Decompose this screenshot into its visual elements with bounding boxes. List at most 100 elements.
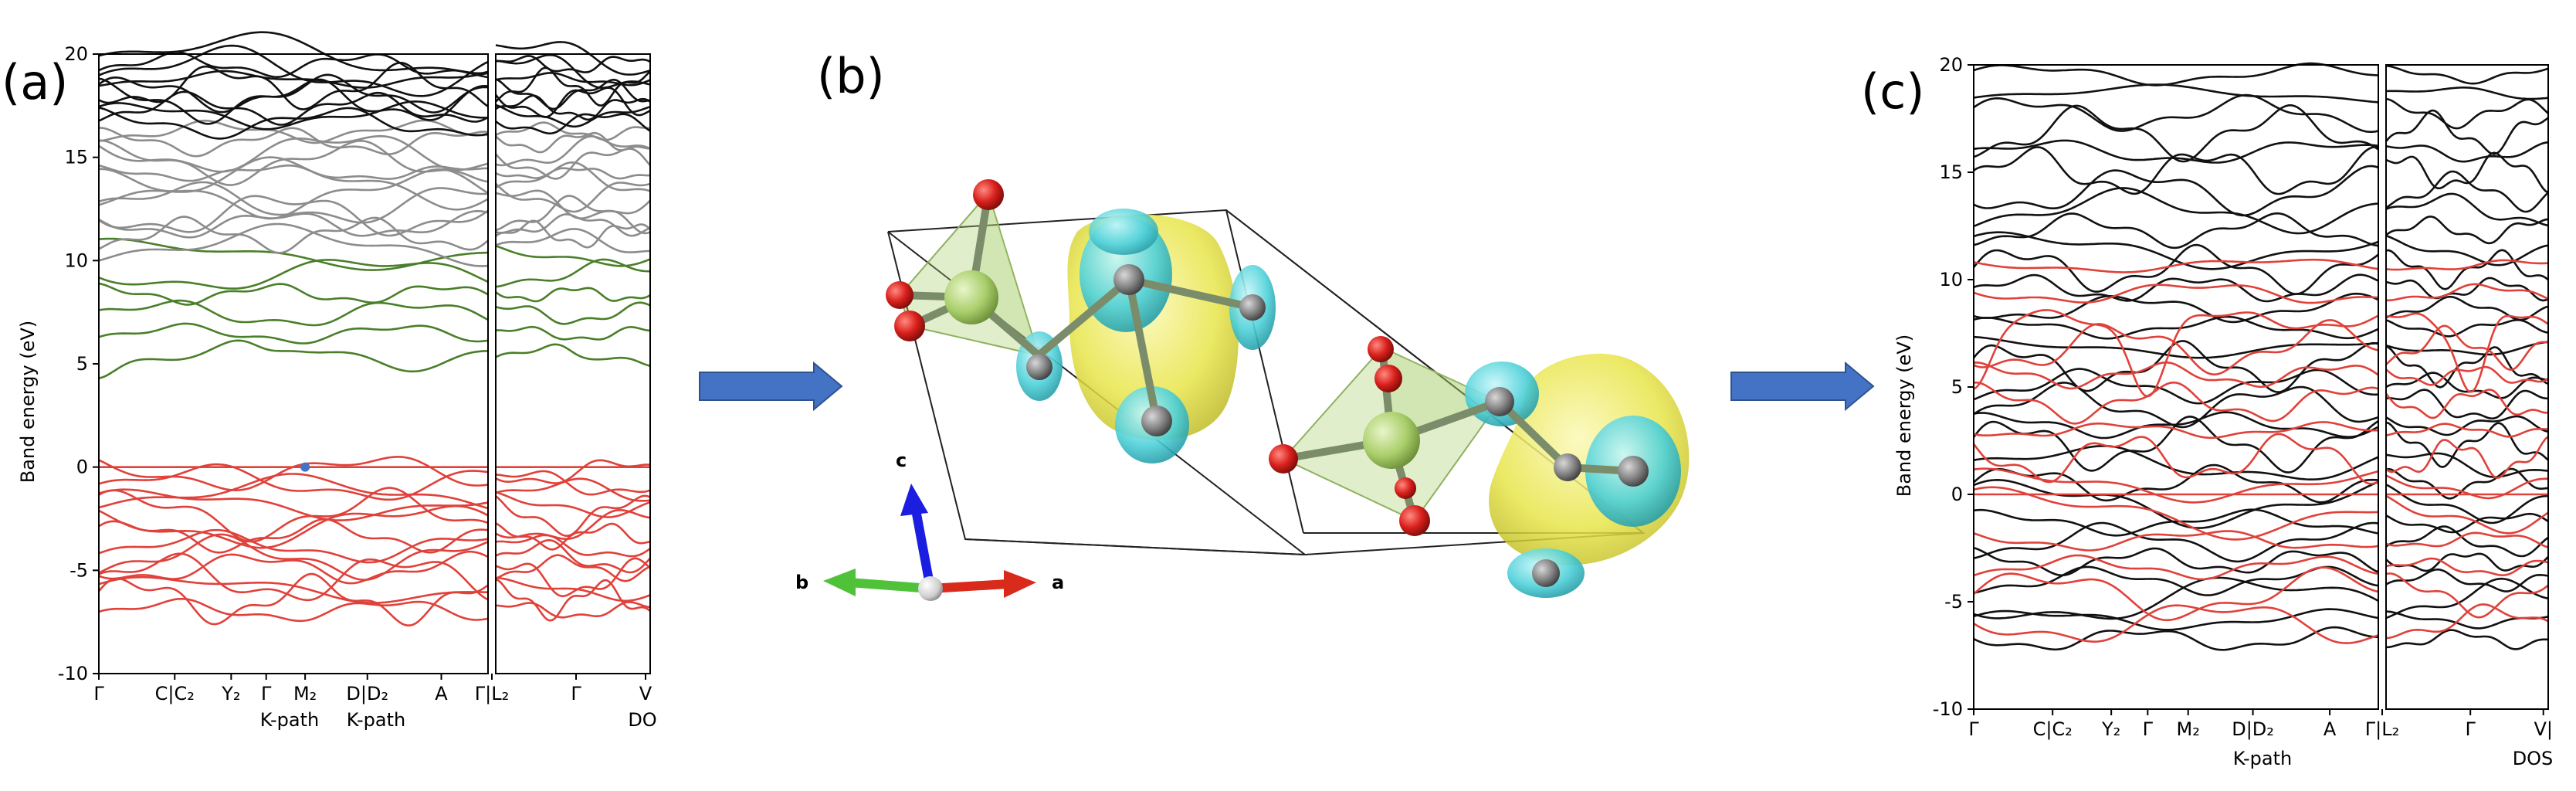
dos-band-line	[495, 55, 651, 73]
axis-a-label: a	[1052, 572, 1064, 593]
band-line	[98, 550, 489, 585]
x-tick-label: Y₂	[221, 683, 240, 704]
dos-band-line	[2385, 64, 2549, 85]
oxygen-atom	[1374, 365, 1402, 392]
band-line	[98, 119, 489, 144]
dos-band-line	[2385, 277, 2549, 302]
dos-plot-frame	[495, 53, 651, 674]
band-line	[98, 237, 489, 271]
dos-band-line	[2385, 234, 2549, 266]
oxygen-atom	[894, 311, 925, 341]
dos-band-line	[495, 41, 651, 76]
dos-band-line	[2385, 312, 2549, 393]
dos-band-line	[495, 258, 650, 288]
dos-band-line	[495, 554, 651, 582]
dos-band-line	[495, 601, 651, 619]
dos-band-line	[2385, 494, 2549, 535]
band-line	[98, 70, 489, 89]
oxygen-atom	[1269, 444, 1298, 474]
band-line	[1973, 566, 2379, 622]
band-line	[98, 528, 489, 564]
x-tick-label: V|	[2534, 718, 2553, 740]
band-line	[1973, 478, 2379, 529]
band-line	[98, 463, 489, 501]
x-tick-label: Γ	[261, 683, 272, 704]
dos-band-line	[495, 301, 651, 325]
axis-c-arrowhead	[900, 484, 928, 516]
dos-band-line	[2385, 259, 2549, 271]
panel-c-label: (c)	[1861, 63, 1924, 120]
y-tick-label: -5	[69, 559, 88, 581]
dos-band-line	[2386, 283, 2549, 302]
band-line	[1973, 104, 2379, 163]
band-line	[1973, 486, 2379, 541]
dos-band-line	[495, 78, 651, 110]
arrow-b-to-c	[1730, 361, 1875, 412]
dos-band-line	[495, 534, 651, 558]
band-line	[1973, 421, 2378, 440]
x-tick-label: A	[2323, 718, 2337, 740]
arrow-a-to-b	[699, 361, 843, 412]
dos-band-line	[495, 228, 650, 253]
band-line	[1973, 608, 2379, 631]
band-line	[98, 181, 489, 224]
band-line	[98, 518, 489, 554]
dos-band-line	[495, 161, 651, 192]
x-tick-label: Γ	[93, 683, 104, 704]
y-tick-label: 0	[76, 457, 88, 478]
dos-band-line	[495, 167, 650, 180]
band-line	[1973, 273, 2379, 303]
band-line	[1973, 368, 2379, 405]
dos-band-line	[495, 477, 651, 502]
band-line	[1973, 381, 2379, 429]
panel-a-xlabel-1: K-path	[260, 709, 319, 731]
band-line	[98, 164, 488, 182]
grey-atom	[1141, 406, 1172, 436]
panel-a-xlabel-2: K-path	[347, 709, 405, 731]
dos-band-line	[495, 491, 651, 518]
oxygen-atom	[886, 281, 913, 309]
dos-band-line	[495, 195, 651, 235]
band-line	[1973, 62, 2379, 87]
dos-band-line	[2385, 531, 2549, 548]
dos-band-line	[2385, 572, 2549, 619]
oxygen-atom	[1368, 336, 1394, 362]
y-tick-label: 15	[64, 147, 88, 168]
oxygen-atom	[973, 179, 1004, 210]
dos-band-line	[495, 104, 651, 128]
dos-band-line	[2385, 452, 2549, 478]
dos-band-line	[495, 121, 651, 141]
grey-atom	[1113, 264, 1144, 295]
x-tick-label: Γ	[571, 683, 581, 704]
dos-band-line	[2385, 421, 2549, 468]
dos-band-line	[2385, 151, 2549, 194]
dos-band-line	[2385, 141, 2549, 163]
x-tick-label: C|C₂	[2033, 718, 2073, 740]
band-line	[98, 299, 489, 327]
dos-band-line	[2385, 372, 2549, 399]
band-line	[98, 51, 489, 79]
dos-band-line	[495, 325, 651, 341]
band-line	[1973, 258, 2379, 273]
dos-band-line	[2385, 610, 2549, 630]
band-line	[1973, 83, 2379, 104]
band-line	[1973, 139, 2379, 164]
band-line	[99, 127, 489, 158]
band-line	[98, 597, 489, 623]
grey-atom	[1239, 294, 1266, 321]
x-tick-label: M₂	[293, 683, 317, 704]
dos-band-line	[2385, 603, 2549, 640]
dos-band-line	[495, 53, 651, 90]
band-line	[1973, 381, 2379, 425]
x-tick-label: M₂	[2177, 718, 2200, 740]
dos-band-line	[2385, 216, 2549, 245]
dos-band-line	[2385, 318, 2549, 338]
band-line	[1973, 361, 2379, 390]
dos-band-line	[2385, 474, 2549, 500]
axis-triad: b a c	[795, 450, 1064, 601]
dos-band-line	[2385, 389, 2549, 420]
band-line	[98, 322, 489, 345]
y-tick-label: 10	[64, 250, 88, 271]
band-line	[1973, 626, 2379, 651]
dos-band-line	[2385, 577, 2549, 620]
